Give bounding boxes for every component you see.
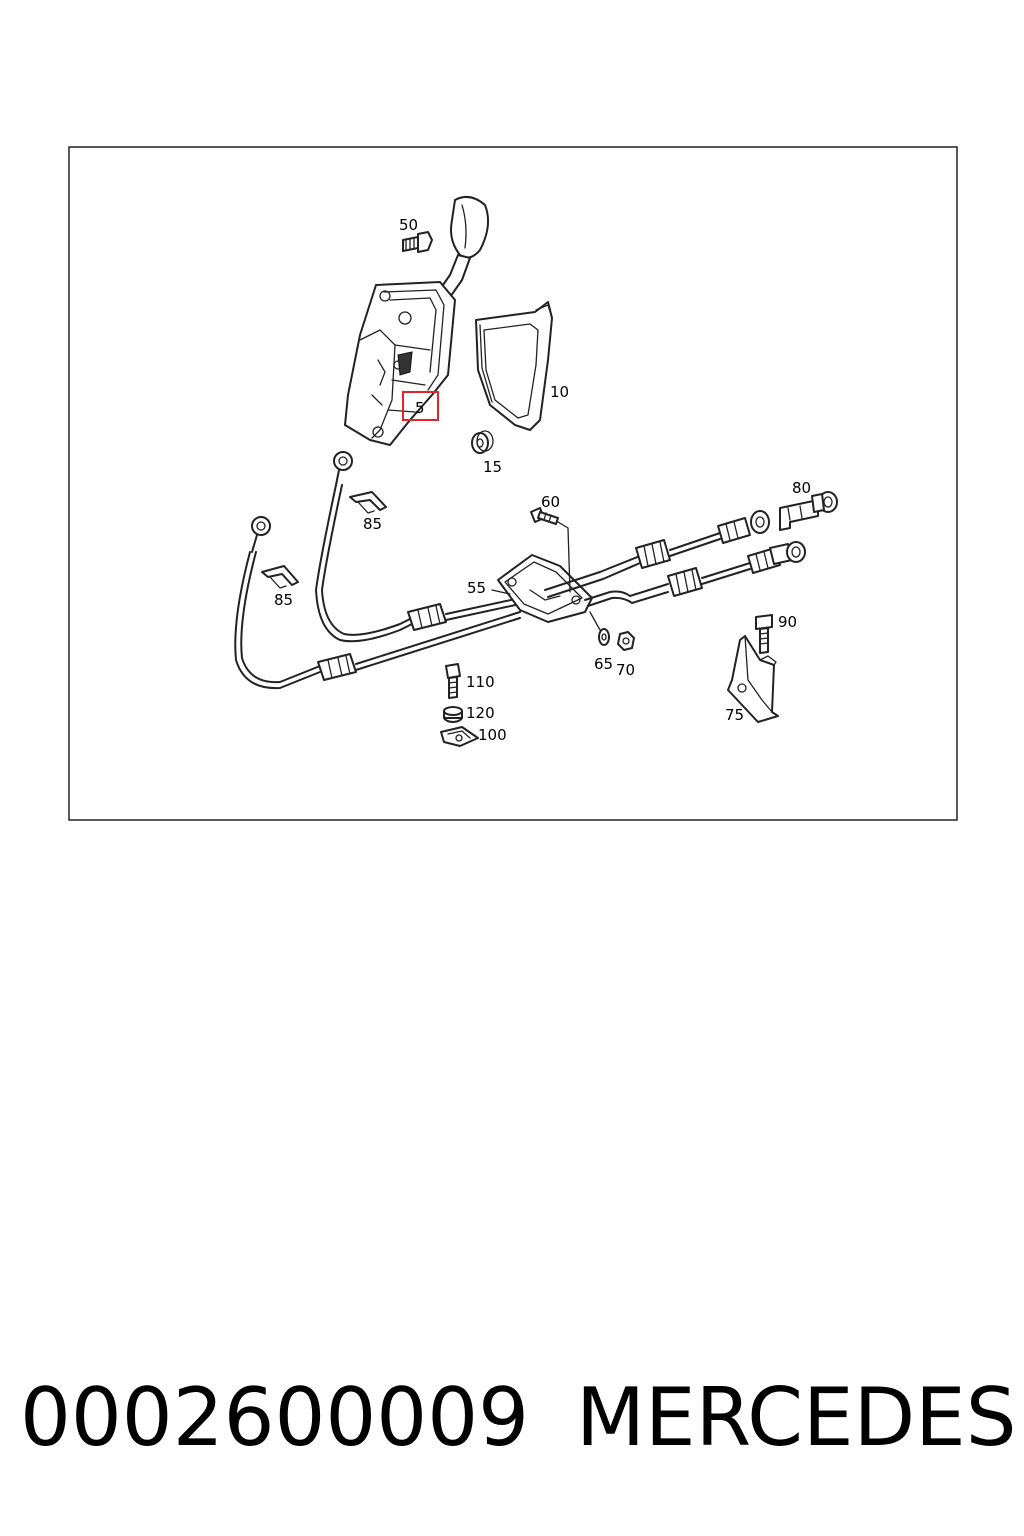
part-label-15: 15 [483,458,502,476]
part-5-highlight-box [402,391,439,421]
clip-part-80 [779,491,838,531]
mounting-bracket-part-75 [727,635,779,723]
part-label-55: 55 [467,579,486,597]
part-label-70: 70 [616,661,635,679]
part-label-5: 5 [415,399,425,417]
washer-part-65 [589,611,610,646]
trim-frame-part-10 [475,301,553,431]
bolt-part-110 [445,663,461,699]
spring-clip-part-85-upper [349,491,387,514]
grommet-part-120 [443,706,463,723]
bolt-part-90 [755,614,773,654]
part-label-100: 100 [478,726,507,744]
part-number: 0002600009 [20,1371,529,1464]
diagram-frame [68,146,958,821]
speed-nut-part-100 [440,726,479,747]
bushing-part-15 [471,430,494,454]
part-label-10: 10 [550,383,569,401]
part-label-85-lower: 85 [274,591,293,609]
spring-clip-part-85-lower [261,565,299,589]
part-label-90: 90 [778,613,797,631]
part-label-50: 50 [399,216,418,234]
part-label-110: 110 [466,673,495,691]
part-label-75: 75 [725,706,744,724]
brand-name: MERCEDES [576,1371,1017,1464]
bolt-part-60 [530,507,571,593]
product-caption: 0002600009 MERCEDES [20,1368,1017,1468]
cables-right [544,510,806,607]
nut-part-70 [617,631,635,651]
shift-cable-upper [315,451,421,643]
shift-cable-lower [234,516,321,690]
part-label-120: 120 [466,704,495,722]
part-label-60: 60 [541,493,560,511]
part-label-85-upper: 85 [363,515,382,533]
bolt-part-50 [402,231,433,253]
shift-lever-housing-part [344,195,490,446]
part-label-65: 65 [594,655,613,673]
cable-sleeves-left [317,597,521,681]
part-label-80: 80 [792,479,811,497]
cable-bracket-part-55 [497,554,593,623]
